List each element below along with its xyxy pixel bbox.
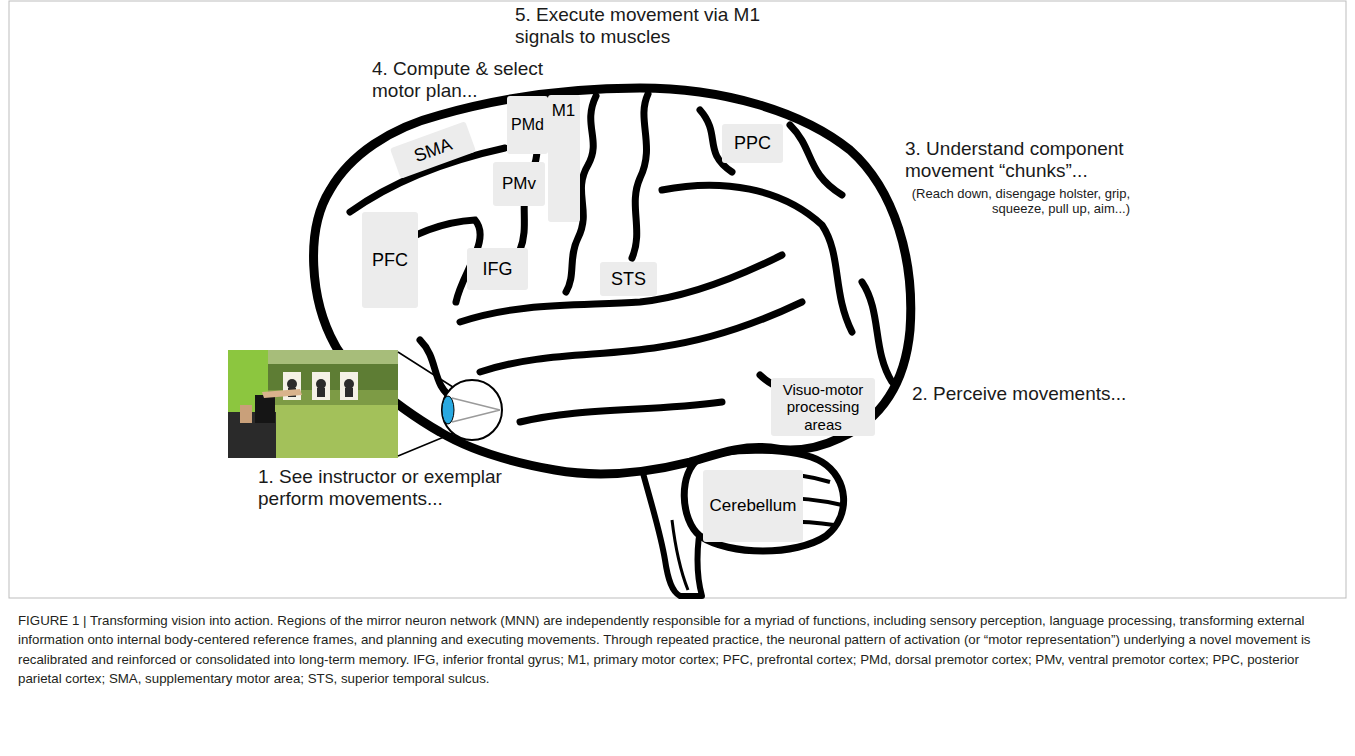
step-label: 3. Understand component movement “chunks…: [905, 138, 1173, 182]
figure-caption: FIGURE 1 | Transforming vision into acti…: [18, 611, 1340, 688]
step-label: 5. Execute movement via M1 signals to mu…: [515, 4, 787, 48]
region-name: M1: [552, 101, 576, 121]
brain-region-box: IFG: [467, 248, 528, 290]
region-name: PMv: [502, 174, 536, 194]
step-label: 2. Perceive movements...: [912, 383, 1172, 405]
region-name: PPC: [734, 133, 771, 154]
region-name: Visuo-motor processing areas: [771, 381, 875, 433]
brain-region-box: PMv: [493, 162, 545, 206]
brain-region-box: Visuo-motor processing areas: [771, 378, 875, 436]
region-name: IFG: [483, 259, 513, 280]
region-name: PMd: [511, 116, 544, 134]
step-label: 1. See instructor or exemplar perform mo…: [258, 466, 540, 510]
brain-region-box: Cerebellum: [703, 470, 803, 542]
brain-region-box: PMd: [507, 96, 548, 154]
step-label: 4. Compute & select motor plan...: [372, 58, 572, 102]
step-detail: (Reach down, disengage holster, grip, sq…: [902, 186, 1130, 216]
brain-region-box: PFC: [362, 212, 418, 308]
brain-region-box: M1: [548, 95, 580, 222]
brain-region-box: STS: [600, 262, 657, 296]
region-name: STS: [611, 269, 646, 290]
region-name: PFC: [372, 250, 408, 271]
brain-region-box: PPC: [722, 124, 783, 163]
region-name: Cerebellum: [710, 496, 797, 516]
